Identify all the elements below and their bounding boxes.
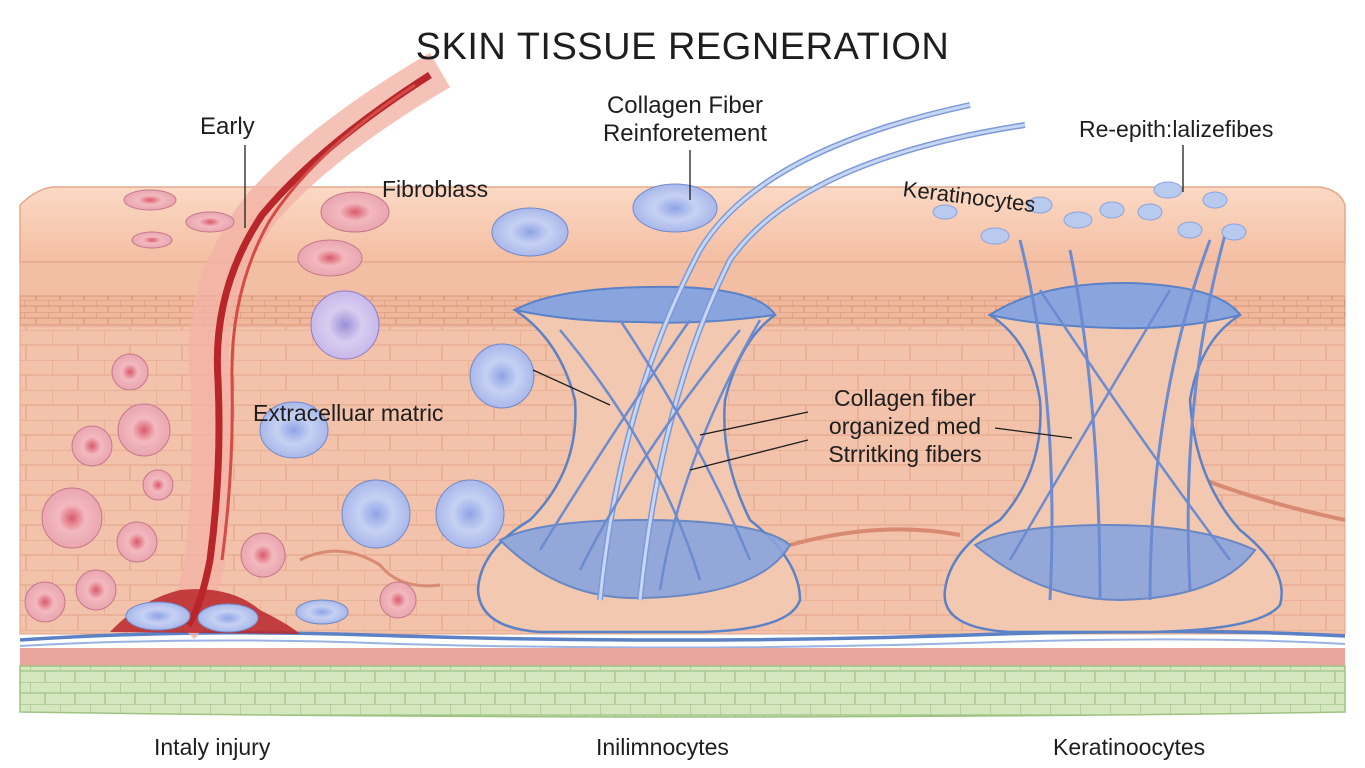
blood-streak: [220, 83, 416, 561]
collagen-fiber: [1148, 239, 1212, 601]
red-cell: [117, 403, 171, 457]
fibroblast-cell: [435, 479, 505, 549]
hypodermis-layer: [19, 665, 1346, 718]
collagen-top-cap: [987, 281, 1242, 330]
label-fibroblass: Fibroblass: [382, 176, 489, 202]
collagen-fiber: [559, 329, 702, 581]
collagen-fiber: [598, 103, 971, 601]
red-cell: [131, 231, 173, 249]
label-re-epithelialize: Re-epith:lalizefibes: [1079, 116, 1274, 142]
red-cell: [379, 581, 417, 619]
keratinocyte: [1221, 223, 1247, 241]
red-cell: [320, 191, 390, 233]
keratinocyte: [1027, 196, 1053, 214]
fibroblast-cell: [341, 479, 411, 549]
keratinocyte: [1177, 221, 1203, 239]
diagram-title: SKIN TISSUE REGNERATION: [415, 26, 950, 68]
leader-extracellular: [532, 369, 611, 406]
red-cells: [24, 189, 417, 623]
red-cell: [240, 532, 286, 578]
keratinocyte: [980, 227, 1010, 245]
fibroblast-cell: [632, 183, 718, 233]
dermal-vessel: [299, 549, 441, 588]
label-early: Early: [200, 113, 255, 140]
caption-right: Keratinoocytes: [1053, 734, 1206, 760]
leader-collagen-1: [699, 411, 809, 436]
keratinocyte: [1153, 181, 1183, 199]
keratinocyte: [1099, 201, 1125, 219]
label-collagen-reinforcement-line1: Collagen Fiber: [606, 92, 764, 119]
label-collagen-organized: Collagen fiber organized med Strritking …: [805, 384, 1005, 468]
blood-streak: [185, 72, 432, 628]
collagen-fiber: [618, 319, 752, 561]
red-cell: [111, 353, 149, 391]
keratinocyte: [1063, 211, 1093, 229]
leader-collagen-right: [994, 427, 1073, 439]
fibroblast-cell: [310, 290, 380, 360]
lower-band: [20, 648, 1345, 666]
keratinocyte: [932, 204, 958, 220]
red-cell: [41, 487, 103, 549]
caption-middle: Inilimnocytes: [596, 734, 729, 760]
collagen-structure-middle: [476, 102, 1026, 634]
fibroblast-cell: [295, 599, 349, 625]
fibroblast-cell: [197, 603, 259, 633]
collagen-fiber: [638, 123, 1026, 601]
fibroblast-cell: [491, 207, 569, 257]
collagen-fiber: [1008, 289, 1172, 561]
label-collagen-organized-line2: organized med: [828, 413, 982, 439]
red-cell: [142, 469, 174, 501]
keratinocyte-clusters: [932, 181, 1247, 245]
fibroblast-cell: [259, 401, 329, 459]
red-cell: [75, 569, 117, 611]
fibroblast-cell: [469, 343, 535, 409]
fibroblasts: [125, 183, 718, 633]
collagen-top-cap: [512, 285, 777, 324]
basement-membrane: [19, 638, 1346, 649]
collagen-fiber: [1068, 249, 1102, 601]
red-cell: [24, 581, 66, 623]
red-cell: [297, 239, 363, 277]
caption-left: Intaly injury: [154, 734, 271, 760]
red-cell: [71, 425, 113, 467]
leader-collagen-2: [689, 439, 809, 471]
keratinocyte: [1202, 191, 1228, 209]
dermal-vessel: [789, 527, 961, 547]
label-extracellular-matrix: Extracelluar matric: [253, 400, 444, 426]
label-collagen-reinforcement: Collagen Fiber Reinforetement: [580, 92, 790, 148]
red-cell: [185, 211, 235, 233]
collagen-fiber: [1038, 289, 1232, 561]
leader-lines: [244, 145, 1184, 471]
label-collagen-organized-line1: Collagen fiber: [834, 385, 976, 411]
label-collagen-reinforcement-line2: Reinforetement: [602, 120, 768, 147]
fibroblast-cell: [125, 601, 191, 631]
collagen-fiber: [1186, 234, 1227, 591]
label-collagen-organized-line3: Strritking fibers: [828, 441, 982, 467]
collagen-fiber: [538, 319, 692, 551]
collagen-fiber: [578, 329, 741, 571]
red-cell: [116, 521, 158, 563]
collagen-base: [973, 523, 1257, 602]
keratinocyte: [1137, 203, 1163, 221]
collagen-structure-right: [943, 234, 1283, 634]
collagen-fiber: [1018, 239, 1054, 601]
red-cell: [123, 189, 177, 211]
collagen-fiber: [658, 319, 762, 591]
